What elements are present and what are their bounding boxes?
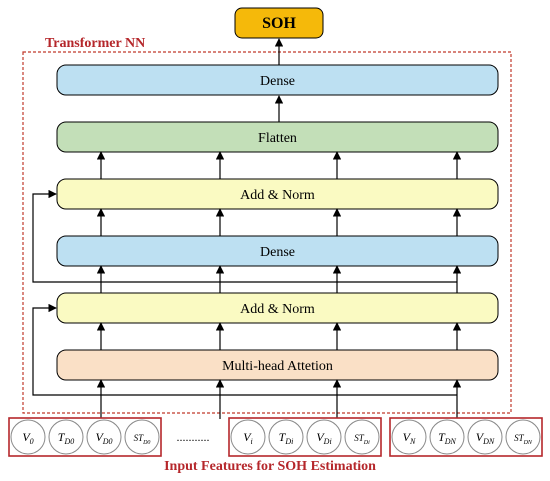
feature-label: Vi: [243, 430, 253, 446]
transformer-label: Transformer NN: [45, 36, 145, 51]
feature-label: TDi: [279, 430, 294, 446]
soh-label: SOH: [262, 15, 296, 32]
layer-label: Add & Norm: [240, 302, 315, 317]
residual-connection-2: [32, 189, 457, 283]
layer-label: Dense: [260, 74, 295, 89]
transformer-container: [22, 51, 512, 414]
input-group-2: VN TDN VDN STDN: [389, 417, 543, 457]
feature-label: VN: [403, 430, 416, 446]
layer-box: [56, 178, 499, 210]
feature-circle: [268, 419, 304, 455]
layer-add-norm-1: Add & Norm: [56, 292, 499, 324]
feature-label: STD0: [134, 433, 151, 446]
layer-box: [56, 64, 499, 96]
layer-label: Multi-head Attetion: [222, 359, 333, 374]
residual-connection-1: [32, 303, 457, 396]
feature-circle: [505, 419, 541, 455]
connection-arrows: [32, 38, 462, 419]
feature-label: TD0: [58, 430, 74, 446]
feature-label: VDi: [316, 430, 331, 446]
layer-label: Flatten: [258, 131, 297, 146]
feature-circle: [429, 419, 465, 455]
layer-dense-top: Dense: [56, 64, 499, 96]
feature-circle: [10, 419, 46, 455]
layer-dense-mid: Dense: [56, 235, 499, 267]
layer-label: Dense: [260, 245, 295, 260]
feature-circle: [344, 419, 380, 455]
input-features: V0 TD0 VD0 STD0 Vi TDi VDi STDi VN TDN VDN STDN: [8, 417, 543, 457]
input-group-1: Vi TDi VDi STDi: [228, 417, 382, 457]
feature-label: TDN: [438, 430, 456, 446]
layer-box: [56, 292, 499, 324]
feature-label: STDi: [354, 433, 370, 446]
layer-flatten: Flatten: [56, 121, 499, 153]
feature-circle: [391, 419, 427, 455]
feature-circle: [86, 419, 122, 455]
layer-attention: Multi-head Attetion: [56, 349, 499, 381]
feature-circle: [467, 419, 503, 455]
input-group-0: V0 TD0 VD0 STD0: [8, 417, 162, 457]
layer-add-norm-2: Add & Norm: [56, 178, 499, 210]
layer-box: [56, 235, 499, 267]
layer-box: [56, 349, 499, 381]
input-features-caption: Input Features for SOH Estimation: [164, 459, 376, 474]
feature-circle: [124, 419, 160, 455]
feature-label: V0: [22, 430, 33, 446]
layer-box: [56, 121, 499, 153]
feature-circle: [48, 419, 84, 455]
feature-circle: [306, 419, 342, 455]
feature-circle: [230, 419, 266, 455]
feature-label: VD0: [95, 430, 112, 446]
layer-label: Add & Norm: [240, 188, 315, 203]
ellipsis: ...........: [177, 430, 210, 444]
soh-output-box: SOH: [234, 7, 324, 39]
feature-label: STDN: [514, 433, 533, 446]
feature-label: VDN: [476, 430, 495, 446]
